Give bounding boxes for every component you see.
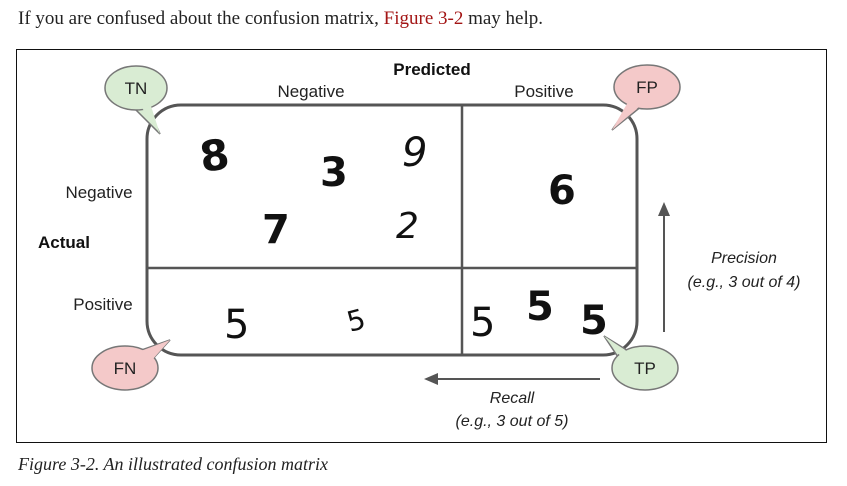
precision-example: (e.g., 3 out of 4) [688, 274, 801, 291]
fn-bubble: FN [91, 339, 171, 391]
digit-tp-3: 5 [580, 298, 608, 344]
digit-tp-1: 5 [470, 300, 495, 346]
intro-paragraph: If you are confused about the confusion … [18, 8, 543, 30]
row-negative-label: Negative [65, 183, 132, 202]
col-positive-label: Positive [514, 82, 574, 101]
precision-label: Precision [711, 250, 777, 267]
digit-tn-3: 9 [402, 130, 427, 176]
figure-frame [16, 49, 827, 443]
fn-label: FN [114, 359, 137, 378]
digit-tn-4: 7 [262, 207, 290, 253]
figure-link[interactable]: Figure 3-2 [383, 8, 464, 29]
row-positive-label: Positive [73, 295, 133, 314]
digit-fn-2: 5 [343, 302, 369, 338]
figure-caption: Figure 3-2. An illustrated confusion mat… [18, 454, 328, 474]
tn-bubble: TN [104, 65, 168, 135]
tp-bubble: TP [603, 335, 679, 391]
fp-bubble: FP [611, 64, 681, 131]
digit-fp-1: 6 [548, 168, 576, 214]
recall-arrow-icon [424, 373, 600, 385]
digit-fn-1: 5 [224, 302, 249, 348]
matrix-outline [145, 103, 639, 357]
tn-label: TN [125, 79, 148, 98]
recall-label: Recall [490, 390, 535, 407]
col-negative-label: Negative [277, 82, 344, 101]
digit-tn-2: 3 [320, 150, 348, 196]
digit-tn-5: 2 [396, 206, 419, 247]
digit-tn-1: 8 [197, 129, 233, 182]
precision-arrow-icon [658, 202, 670, 332]
digit-tp-2: 5 [526, 284, 554, 330]
intro-text-after: may help. [463, 8, 544, 29]
predicted-title: Predicted [393, 60, 470, 79]
actual-title: Actual [38, 233, 90, 252]
fp-label: FP [636, 78, 658, 97]
recall-example: (e.g., 3 out of 5) [456, 413, 569, 430]
tp-label: TP [634, 359, 656, 378]
intro-text-before: If you are confused about the confusion … [18, 8, 384, 29]
